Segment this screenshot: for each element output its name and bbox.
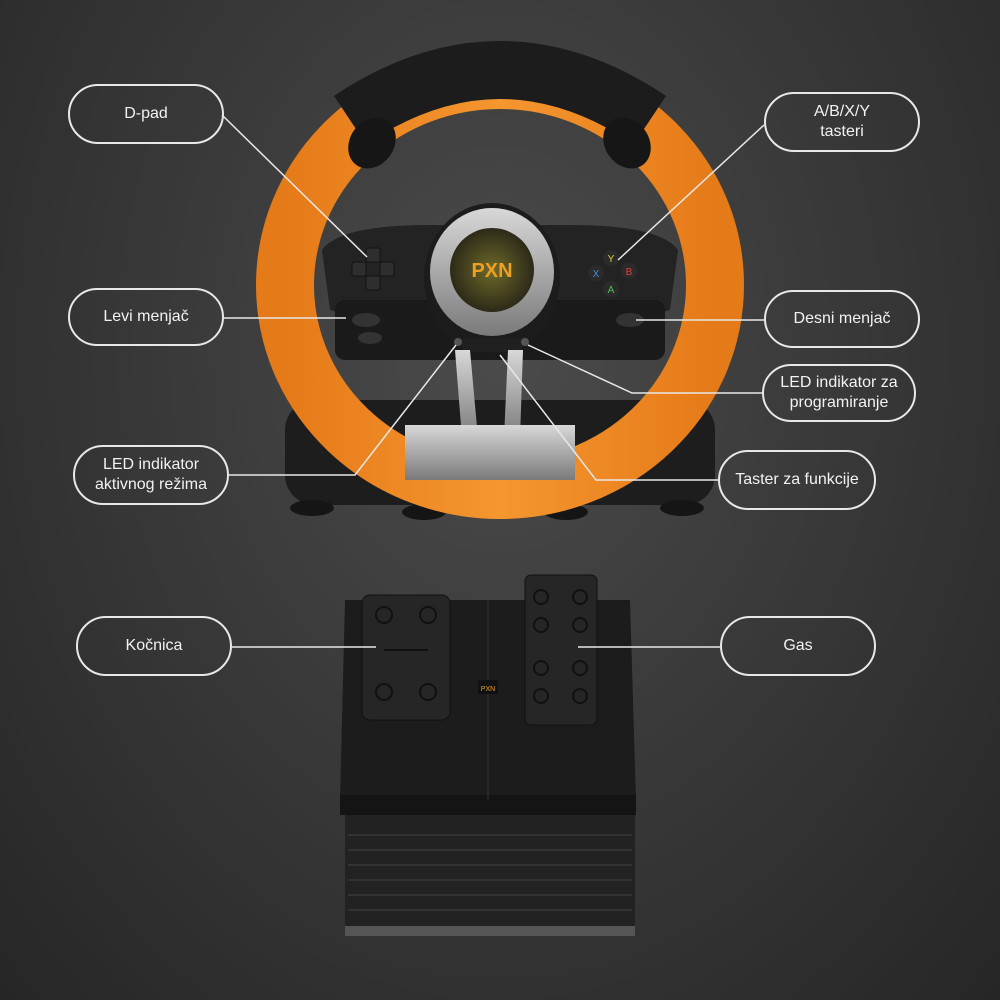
label-right-shifter: Desni menjač: [764, 290, 920, 348]
label-text: D-pad: [124, 105, 168, 122]
label-line: A/B/X/Y: [813, 103, 871, 120]
dpad: [351, 247, 395, 291]
label-led-mode: LED indikator aktivnog režima: [73, 445, 229, 505]
svg-text:A: A: [608, 285, 615, 296]
svg-text:B: B: [626, 267, 633, 278]
svg-text:Y: Y: [608, 254, 615, 265]
label-text: Kočnica: [125, 637, 183, 654]
leader-lines: [221, 114, 765, 648]
label-function-button: Taster za funkcije: [718, 450, 876, 510]
pxn-logo: PXN: [471, 260, 512, 282]
steering-wheel: Y B X A PXN: [256, 41, 744, 519]
label-brake: Kočnica: [76, 616, 232, 676]
label-text: Desni menjač: [793, 310, 891, 327]
label-text: A/B/X/Y tasteri: [814, 102, 870, 142]
label-dpad: D-pad: [68, 84, 224, 144]
label-line: programiranje: [789, 394, 889, 411]
label-line: tasteri: [820, 123, 864, 140]
pedal-unit: PXN: [340, 574, 636, 936]
label-text: Taster za funkcije: [735, 471, 859, 488]
label-text: LED indikator aktivnog režima: [95, 455, 207, 495]
svg-text:PXN: PXN: [481, 686, 495, 693]
label-left-shifter: Levi menjač: [68, 288, 224, 346]
label-line: LED indikator za: [780, 374, 898, 391]
label-gas: Gas: [720, 616, 876, 676]
label-led-program: LED indikator za programiranje: [762, 364, 916, 422]
label-line: aktivnog režima: [94, 476, 208, 493]
svg-text:X: X: [593, 269, 600, 280]
label-text: LED indikator za programiranje: [780, 373, 897, 413]
label-line: LED indikator: [102, 456, 200, 473]
label-abxy-buttons: A/B/X/Y tasteri: [764, 92, 920, 152]
abxy-buttons: Y B X A: [588, 250, 637, 297]
label-text: Gas: [783, 637, 813, 654]
label-text: Levi menjač: [103, 308, 189, 325]
